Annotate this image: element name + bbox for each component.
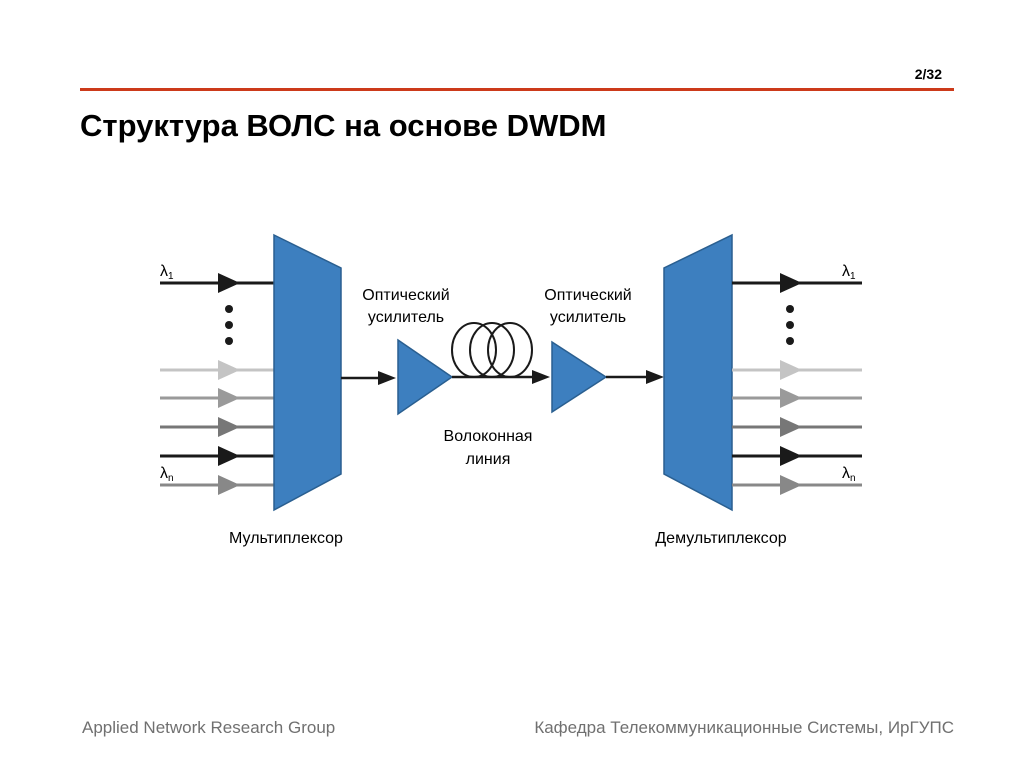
- svg-text:λ1: λ1: [160, 263, 174, 282]
- lambda-n-subscript-right: n: [850, 473, 856, 484]
- multiplexer-label: Мультиплексор: [229, 530, 343, 547]
- slide-number: 2/32: [914, 66, 942, 82]
- lambda-n-symbol-left: λ: [160, 465, 168, 482]
- lambda-n-subscript-left: n: [168, 473, 174, 484]
- svg-text:λ1: λ1: [842, 263, 856, 282]
- amplifier-2-label-line1: Оптический: [544, 287, 631, 304]
- demultiplexer-block: [663, 233, 733, 512]
- lambda-n-symbol-right: λ: [842, 465, 850, 482]
- lambda-1-symbol-left: λ: [160, 263, 168, 280]
- amplifier-1-label-line1: Оптический: [362, 287, 449, 304]
- optical-amplifier-1: [397, 338, 454, 416]
- fiber-label-line2: линия: [466, 451, 511, 468]
- fiber-label-line1: Волоконная: [444, 428, 533, 445]
- page-title: Структура ВОЛС на основе DWDM: [80, 108, 607, 143]
- footer-group-name: Applied Network Research Group: [82, 718, 336, 737]
- multiplexer-block: [273, 233, 342, 512]
- input-channels: [160, 273, 276, 495]
- output-channels: [732, 273, 862, 495]
- lambda-1-subscript-right: 1: [850, 271, 856, 282]
- svg-text:λn: λn: [160, 465, 174, 484]
- amplifier-1-label-line2: усилитель: [368, 309, 444, 326]
- footer-department: Кафедра Телекоммуникационные Системы, Ир…: [534, 718, 954, 737]
- optical-amplifier-2: [551, 340, 608, 414]
- header-rule: [80, 88, 954, 91]
- fiber-coil-icon: [451, 322, 533, 378]
- demultiplexer-label: Демультиплексор: [655, 530, 786, 547]
- lambda-1-subscript-left: 1: [168, 271, 174, 282]
- lambda-1-symbol-right: λ: [842, 263, 850, 280]
- svg-text:λn: λn: [842, 465, 856, 484]
- amplifier-2-label-line2: усилитель: [550, 309, 626, 326]
